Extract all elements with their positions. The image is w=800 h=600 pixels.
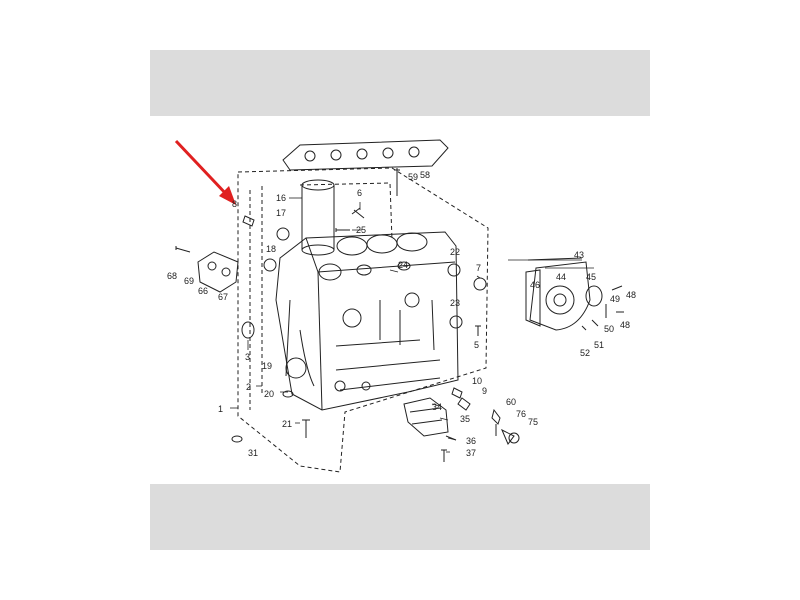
callout-46: 46: [530, 280, 540, 290]
callout-7: 7: [476, 263, 481, 273]
callout-3: 3: [245, 352, 250, 362]
bolt-5: [475, 325, 481, 336]
head-gasket: [282, 139, 449, 171]
dowel-8: [242, 215, 255, 227]
part-60: [491, 408, 501, 436]
callout-20: 20: [264, 389, 274, 399]
part-75: [508, 432, 520, 444]
callout-25: 25: [356, 225, 366, 235]
callout-51: 51: [594, 340, 604, 350]
callout-66: 66: [198, 286, 208, 296]
callout-9: 9: [482, 386, 487, 396]
callout-58: 58: [420, 170, 430, 180]
callout-43: 43: [574, 250, 584, 260]
callout-22: 22: [450, 247, 460, 257]
engine-block: [275, 231, 459, 411]
callout-76: 76: [516, 409, 526, 419]
cylinder-liner: [301, 179, 335, 256]
callout-8: 8: [232, 199, 237, 209]
bolt-37: [441, 449, 447, 462]
front-cover-assembly: [525, 257, 624, 331]
callout-48-lower: 48: [620, 320, 630, 330]
callout-35: 35: [460, 414, 470, 424]
callout-34: 34: [432, 402, 442, 412]
ring-20: [282, 390, 294, 398]
plug-18: [263, 258, 277, 272]
plug-7: [473, 277, 487, 291]
washer-31: [231, 435, 243, 443]
callout-6: 6: [357, 188, 362, 198]
plug-22: [447, 263, 461, 277]
callout-68: 68: [167, 271, 177, 281]
callout-75: 75: [528, 417, 538, 427]
stud-59: [394, 168, 400, 196]
stud-25: [335, 228, 350, 232]
callout-18: 18: [266, 244, 276, 254]
plug-17: [276, 227, 290, 241]
red-arrow-icon: [174, 139, 236, 205]
mounting-bracket: [175, 246, 239, 293]
callout-69: 69: [184, 276, 194, 286]
callout-60: 60: [506, 397, 516, 407]
callout-50: 50: [604, 324, 614, 334]
callout-2: 2: [246, 382, 251, 392]
callout-37: 37: [466, 448, 476, 458]
callout-45: 45: [586, 272, 596, 282]
bottom-gray-band: [150, 484, 650, 550]
callout-36: 36: [466, 436, 476, 446]
callout-59: 59: [408, 172, 418, 182]
plug-3: [241, 321, 255, 339]
part-10: [451, 387, 463, 399]
callout-23: 23: [450, 298, 460, 308]
part-76: [501, 428, 515, 445]
stud-6: [351, 207, 365, 219]
callout-31: 31: [248, 448, 258, 458]
top-gray-band: [150, 50, 650, 116]
screw-21: [302, 419, 310, 438]
callout-16: 16: [276, 193, 286, 203]
callout-19: 19: [262, 361, 272, 371]
callout-44: 44: [556, 272, 566, 282]
callout-17: 17: [276, 208, 286, 218]
engine-block-exploded-diagram: 1 2 3 5 6 7 8 9 10 16 17 18 19 20 21 22 …: [167, 139, 636, 473]
callout-67: 67: [218, 292, 228, 302]
callout-21: 21: [282, 419, 292, 429]
callout-1: 1: [218, 404, 223, 414]
callout-48-upper: 48: [626, 290, 636, 300]
callout-49: 49: [610, 294, 620, 304]
callout-10: 10: [472, 376, 482, 386]
plug-23: [449, 315, 463, 329]
callout-52: 52: [580, 348, 590, 358]
part-9: [457, 397, 471, 411]
bearing-cap: [403, 397, 449, 437]
assembly-frame: [237, 167, 489, 473]
callout-5: 5: [474, 340, 479, 350]
callout-24: 24: [398, 260, 408, 270]
